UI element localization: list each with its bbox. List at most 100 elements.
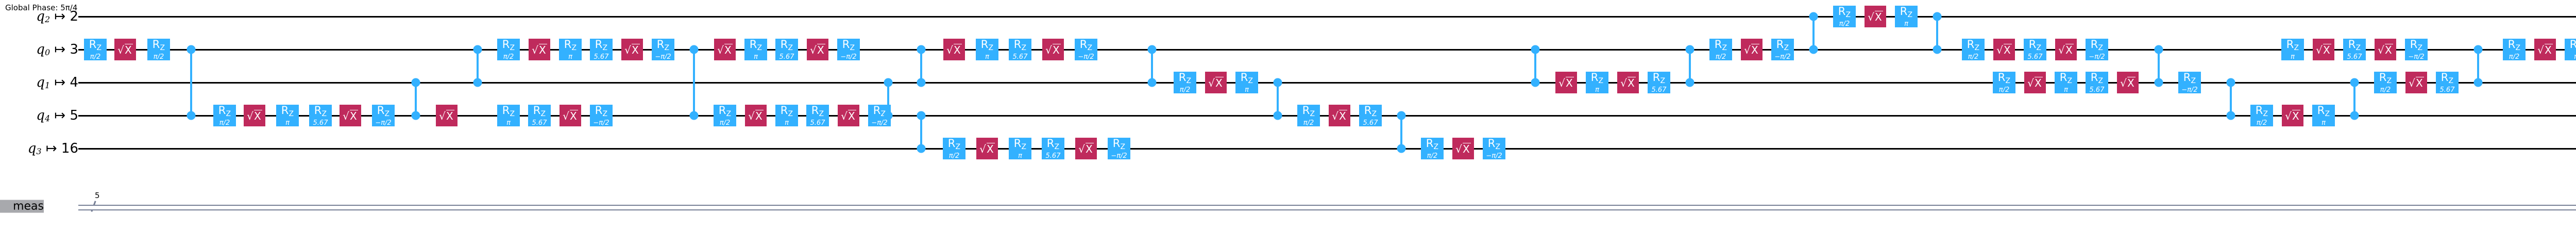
sx-gate[interactable]: √X (1205, 72, 1227, 93)
rz-gate[interactable]: RZ−π/2 (2405, 39, 2428, 60)
cz-control-dot[interactable] (411, 78, 420, 87)
sx-gate[interactable]: √X (340, 105, 361, 126)
cz-control-dot[interactable] (1147, 78, 1157, 87)
cz-control-dot[interactable] (411, 111, 420, 120)
cz-control-dot[interactable] (2226, 78, 2235, 87)
sx-gate[interactable]: √X (244, 105, 265, 126)
rz-gate[interactable]: RZ−π/2 (2086, 39, 2108, 60)
cz-control-dot[interactable] (1933, 12, 1942, 21)
rz-gate[interactable]: RZ−π/2 (1108, 138, 1130, 159)
cz-control-dot[interactable] (1273, 78, 1282, 87)
sx-gate[interactable]: √X (529, 39, 550, 60)
sx-gate[interactable]: √X (2534, 39, 2556, 60)
cz-control-dot[interactable] (884, 78, 893, 87)
cz-control-dot[interactable] (2350, 78, 2359, 87)
rz-gate[interactable]: RZ−π/2 (1075, 39, 1097, 60)
sx-gate[interactable]: √X (1865, 6, 1886, 27)
sx-gate[interactable]: √X (838, 105, 859, 126)
cz-control-dot[interactable] (1809, 45, 1818, 54)
rz-gate[interactable]: RZ−π/2 (837, 39, 860, 60)
rz-gate[interactable]: RZπ (2565, 39, 2576, 60)
cz-control-dot[interactable] (1147, 45, 1157, 54)
cz-control-dot[interactable] (2350, 111, 2359, 120)
cz-control-dot[interactable] (1933, 45, 1942, 54)
cz-control-dot[interactable] (1685, 45, 1694, 54)
sx-gate[interactable]: √X (745, 105, 767, 126)
sx-gate[interactable]: √X (1555, 72, 1577, 93)
sx-gate[interactable]: √X (2055, 39, 2077, 60)
sx-gate[interactable]: √X (714, 39, 736, 60)
sx-gate[interactable]: √X (943, 39, 965, 60)
cz-control-dot[interactable] (1809, 12, 1818, 21)
cz-control-dot[interactable] (1531, 78, 1540, 87)
sx-gate[interactable]: √X (976, 138, 998, 159)
cz-control-dot[interactable] (1397, 144, 1406, 153)
rz-gate[interactable]: RZ−π/2 (590, 105, 613, 126)
cz-control-dot[interactable] (1685, 78, 1694, 87)
rz-gate[interactable]: RZ−π/2 (1483, 138, 1505, 159)
sx-gate[interactable]: √X (2375, 39, 2396, 60)
sx-gate[interactable]: √X (2282, 105, 2303, 126)
cz-control-dot[interactable] (473, 45, 482, 54)
cz-control-dot[interactable] (917, 144, 926, 153)
cz-control-dot[interactable] (689, 111, 699, 120)
sx-gate[interactable]: √X (1452, 138, 1474, 159)
cz-control-dot[interactable] (187, 111, 196, 120)
cz-control-dot[interactable] (2226, 111, 2235, 120)
sx-gate[interactable]: √X (2405, 72, 2427, 93)
cz-control-dot[interactable] (1531, 45, 1540, 54)
sx-gate[interactable]: √X (436, 105, 457, 126)
cz-control-dot[interactable] (917, 111, 926, 120)
cz-control-dot[interactable] (2473, 78, 2483, 87)
sx-gate[interactable]: √X (1993, 39, 2015, 60)
sx-gate[interactable]: √X (1075, 138, 1097, 159)
cz-control-dot[interactable] (2473, 45, 2483, 54)
rz-gate[interactable]: RZ−π/2 (1771, 39, 1794, 60)
rz-gate[interactable]: RZ−π/2 (2178, 72, 2201, 93)
cz-control-dot[interactable] (1397, 111, 1406, 120)
sx-gate[interactable]: √X (2313, 39, 2334, 60)
sx-gate[interactable]: √X (1617, 72, 1639, 93)
sx-gate[interactable]: √X (114, 39, 136, 60)
cz-control-dot[interactable] (2154, 45, 2163, 54)
sx-gate[interactable]: √X (2117, 72, 2139, 93)
cz-control-dot[interactable] (1273, 111, 1282, 120)
sx-gate[interactable]: √X (1329, 105, 1350, 126)
sx-gate[interactable]: √X (560, 105, 581, 126)
